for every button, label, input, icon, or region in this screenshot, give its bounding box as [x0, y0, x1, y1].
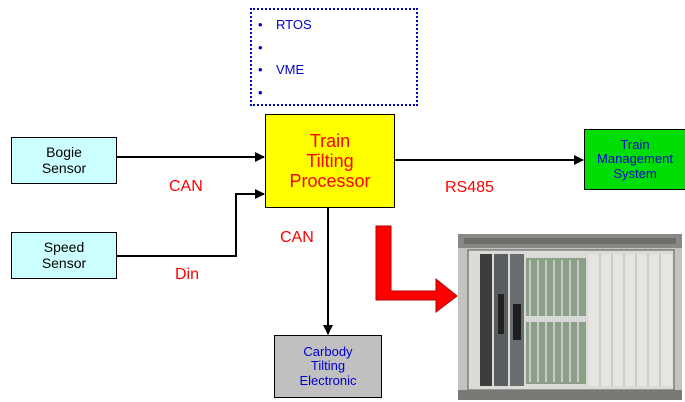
bogie-sensor-label: Bogie Sensor	[41, 143, 87, 176]
os-list: •RTOS • •VME •	[258, 14, 416, 104]
can-left-label: CAN	[169, 178, 203, 195]
big-red-arrow	[375, 225, 458, 314]
speed-sensor-box: Speed Sensor	[11, 232, 117, 279]
os-item: •	[258, 39, 263, 55]
rs485-label: RS485	[445, 179, 494, 196]
tms-box: Train Management System	[584, 129, 685, 190]
carbody-label: Carbody Tilting Electronic	[299, 343, 357, 388]
din-label: Din	[175, 266, 200, 283]
processor-label: Train Tilting Processor	[289, 130, 371, 192]
speed-to-processor-arrow	[117, 189, 265, 257]
os-item: •VME	[258, 62, 305, 77]
vme-rack-photo	[458, 234, 682, 400]
speed-sensor-label: Speed Sensor	[41, 238, 87, 271]
bogie-sensor-box: Bogie Sensor	[11, 137, 117, 184]
os-box: •RTOS • •VME •	[250, 8, 418, 106]
os-item: •	[258, 84, 263, 100]
tms-label: Train Management System	[597, 136, 673, 181]
os-item: •RTOS	[258, 17, 312, 32]
processor-box: Train Tilting Processor	[265, 114, 395, 208]
rack-illustration	[458, 234, 682, 400]
can-vertical-label: CAN	[280, 229, 314, 246]
carbody-box: Carbody Tilting Electronic	[274, 335, 382, 398]
